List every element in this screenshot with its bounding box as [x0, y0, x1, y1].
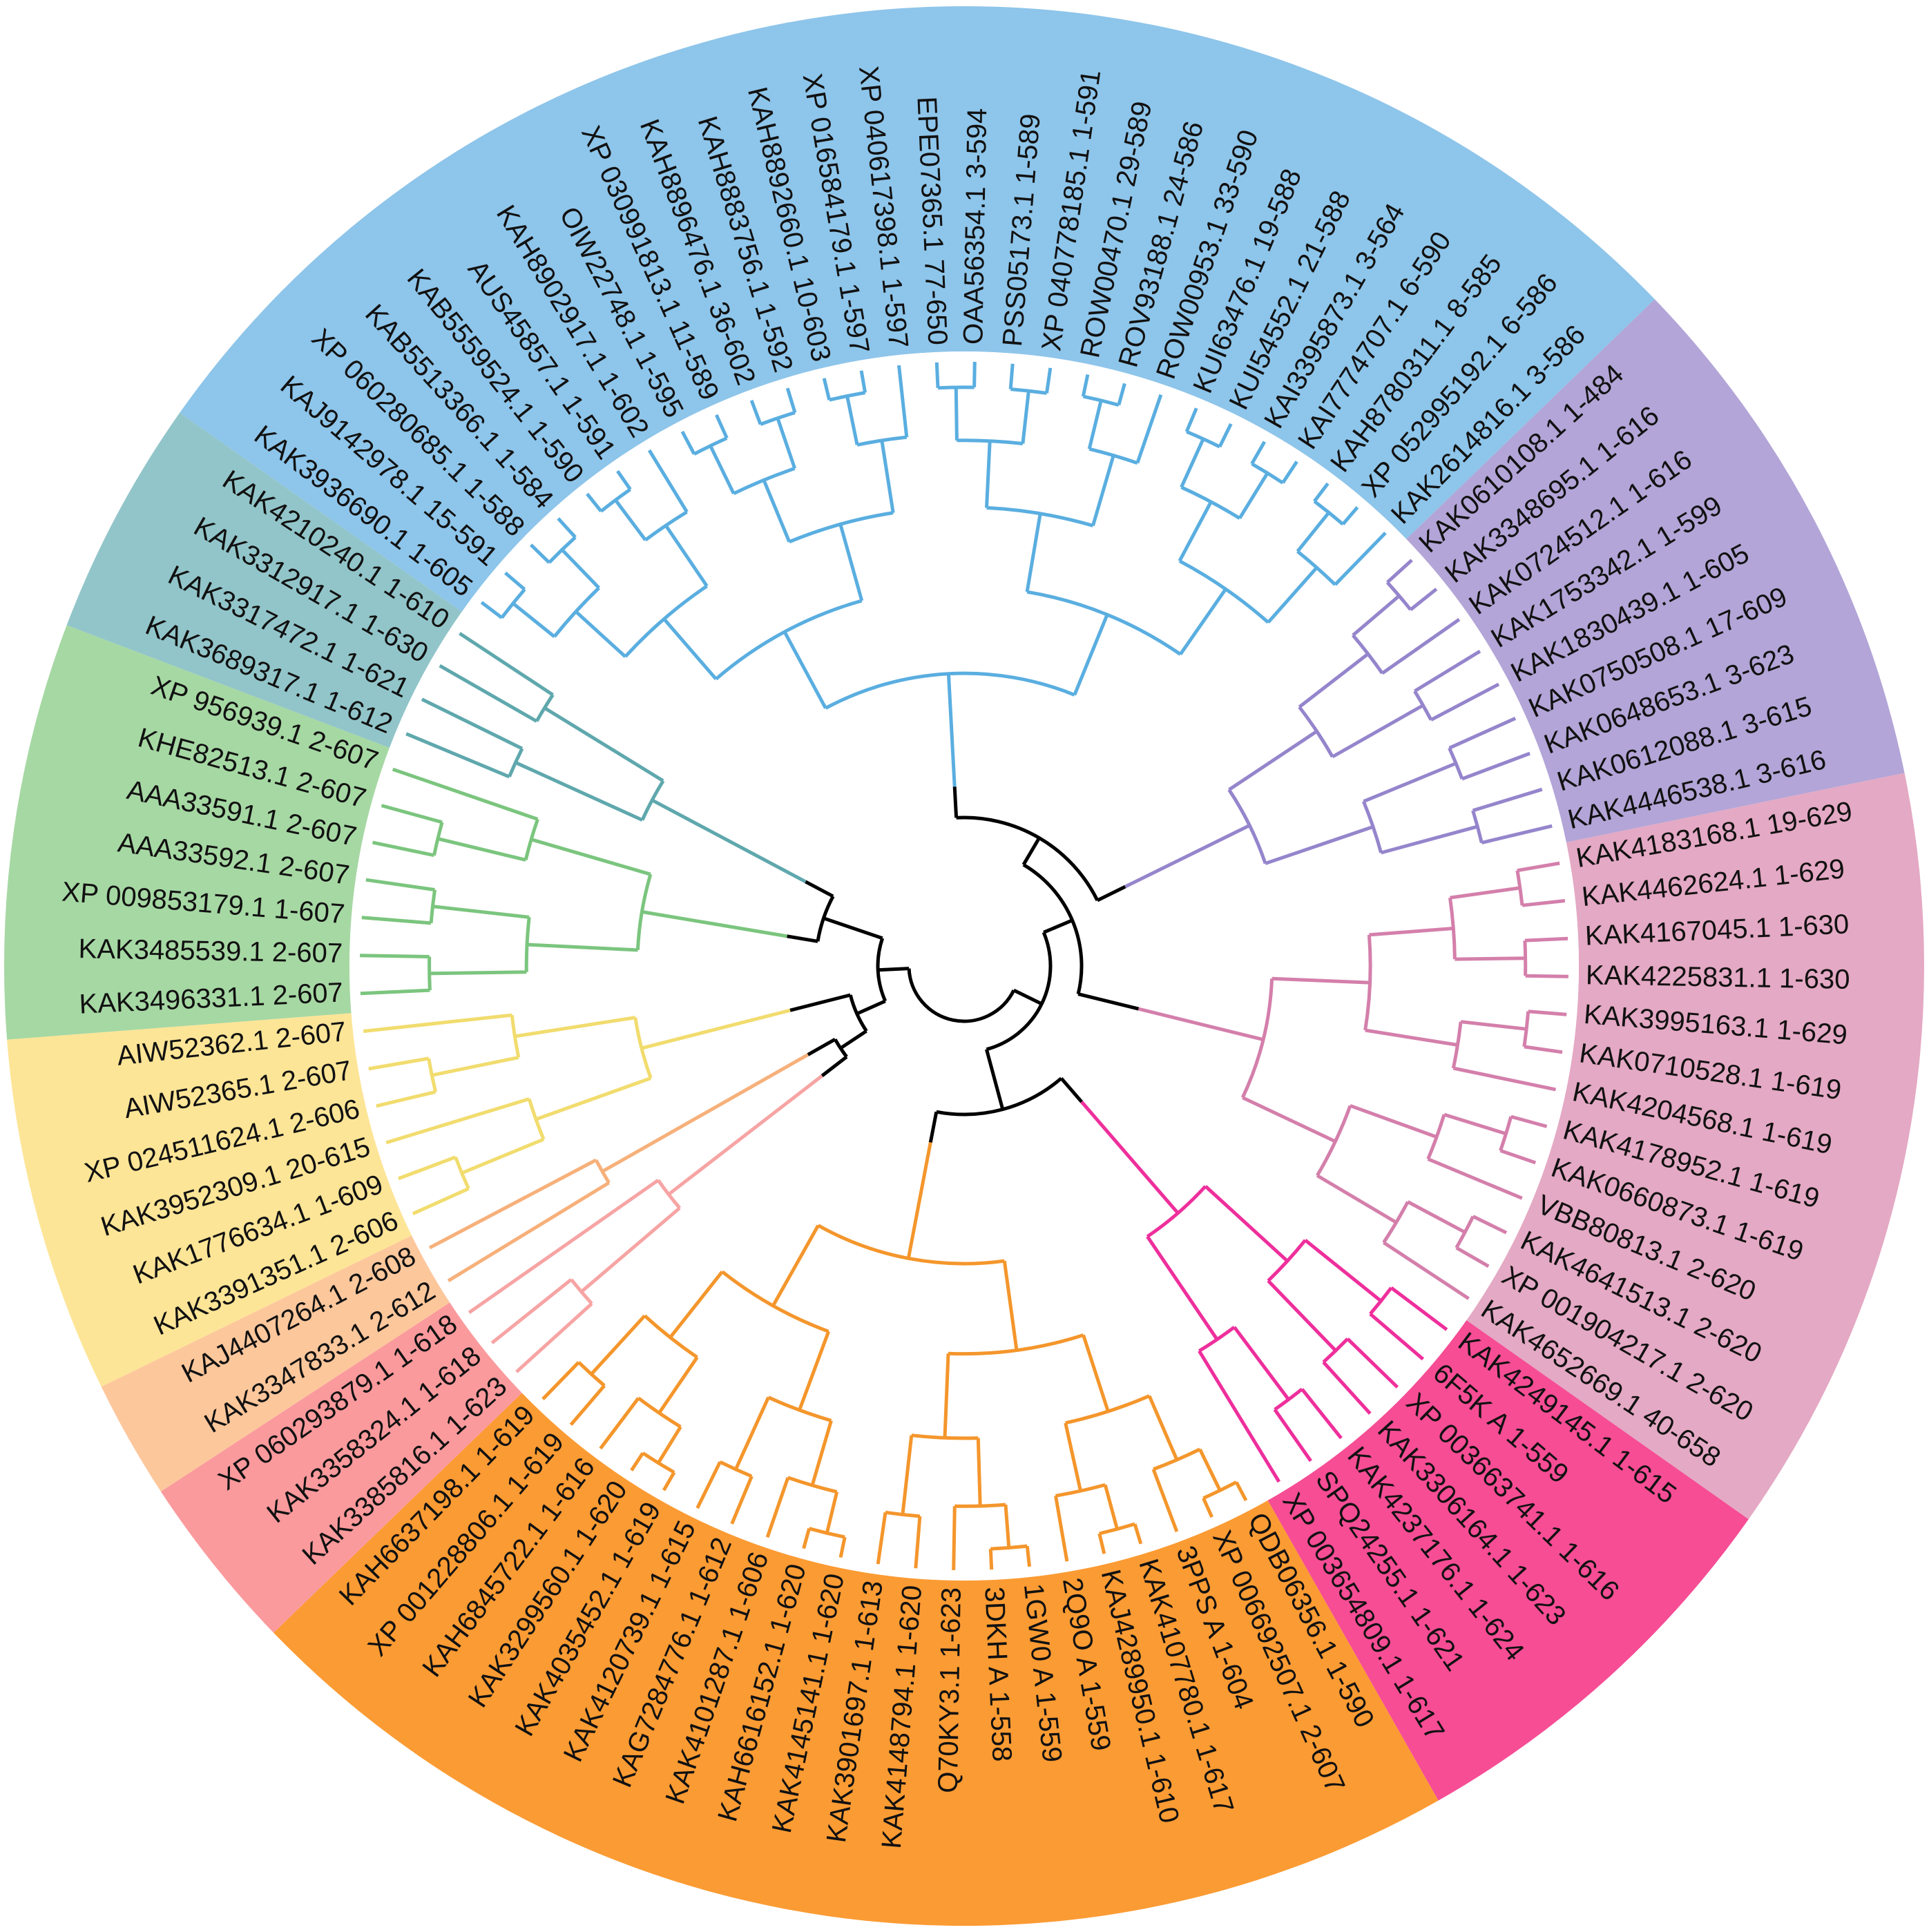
branch: [468, 1179, 682, 1314]
clade-stem: [1124, 824, 1251, 889]
teal-clade-sector: [66, 412, 462, 748]
yellow-clade-branches: [363, 1008, 791, 1215]
branch: [1385, 559, 1438, 611]
backbone-branches: [787, 786, 1140, 1143]
peach-clade-branches: [428, 1053, 809, 1283]
green-clade-branches: [360, 767, 788, 996]
branch: [1198, 1325, 1290, 1483]
magenta-clade-sector: [1267, 1320, 1749, 1801]
branch: [1097, 1522, 1143, 1554]
branch: [385, 1097, 546, 1175]
clade-sectors: [4, 6, 1924, 1926]
branch: [428, 1158, 611, 1283]
branch: [1313, 482, 1359, 526]
branch: [988, 1544, 1031, 1570]
branch: [490, 1278, 593, 1373]
branch: [680, 414, 729, 456]
branch: [952, 1503, 1011, 1570]
clade-stem: [1138, 1007, 1264, 1042]
mauve-clade-branches: [1138, 861, 1568, 1300]
branch: [822, 370, 867, 402]
teal-clade-branches: [405, 632, 807, 884]
branch: [1522, 1010, 1567, 1054]
branch: [802, 1527, 847, 1558]
branch: [1471, 787, 1553, 844]
yellow-clade-sector: [7, 1013, 412, 1387]
branch: [1451, 1020, 1557, 1092]
branch: [541, 1361, 606, 1427]
branch: [845, 365, 909, 447]
branch: [934, 362, 977, 390]
branch: [928, 1076, 1083, 1143]
leaf-label: KAK3485539.1 2-607: [78, 934, 343, 969]
pink-clade-branches: [468, 1074, 823, 1373]
light-blue-clade-branches: [480, 362, 1387, 787]
clade-stem: [651, 798, 807, 884]
branch: [1499, 1114, 1548, 1165]
leaf-label: KAK4225831.1 1-630: [1586, 960, 1850, 995]
branch: [1008, 363, 1053, 395]
branch: [877, 967, 1043, 1023]
clade-stem: [946, 673, 957, 787]
branch: [1273, 1387, 1343, 1462]
leaf-label: OAA56354.1 3-594: [958, 108, 992, 345]
branch: [614, 449, 689, 542]
branch: [1426, 1112, 1523, 1200]
clade-stem: [601, 1053, 809, 1173]
clade-stem: [667, 1074, 823, 1196]
pink-clade-sector: [160, 1302, 522, 1633]
branch: [529, 517, 577, 564]
branch: [734, 1395, 833, 1486]
branch: [783, 614, 1109, 710]
branch: [368, 1056, 438, 1108]
branch: [360, 954, 432, 996]
branch: [515, 706, 665, 822]
tree-branches: [360, 362, 1568, 1570]
orange-clade-sector: [273, 1393, 1439, 1926]
branch: [599, 1396, 682, 1465]
branch: [1515, 861, 1566, 907]
branch: [1054, 1482, 1119, 1562]
magenta-clade-branches: [1080, 1101, 1448, 1483]
mauve-clade-sector: [1466, 773, 1924, 1520]
branch: [1322, 1337, 1399, 1415]
inner-white-disc: [349, 351, 1579, 1581]
leaf-label: Q70KY3.1 1-623: [933, 1587, 967, 1793]
branch: [1087, 394, 1163, 465]
branch: [1523, 936, 1568, 978]
orange-clade-branches: [541, 1141, 1248, 1570]
clade-stem: [641, 910, 788, 938]
green-clade-sector: [4, 625, 390, 1040]
branch: [363, 1013, 521, 1077]
branch: [1267, 1239, 1383, 1352]
clade-stem: [1080, 1101, 1180, 1215]
branch: [985, 441, 1115, 528]
light-blue-clade-sector: [180, 6, 1655, 612]
branch: [1455, 1215, 1508, 1268]
clade-stem: [641, 1008, 791, 1050]
branch: [398, 1155, 470, 1215]
peach-clade-sector: [101, 1235, 450, 1492]
branch: [1382, 1200, 1470, 1300]
purple-clade-branches: [1124, 559, 1553, 889]
purple-clade-sector: [1406, 299, 1905, 842]
clade-stem: [906, 1141, 932, 1259]
